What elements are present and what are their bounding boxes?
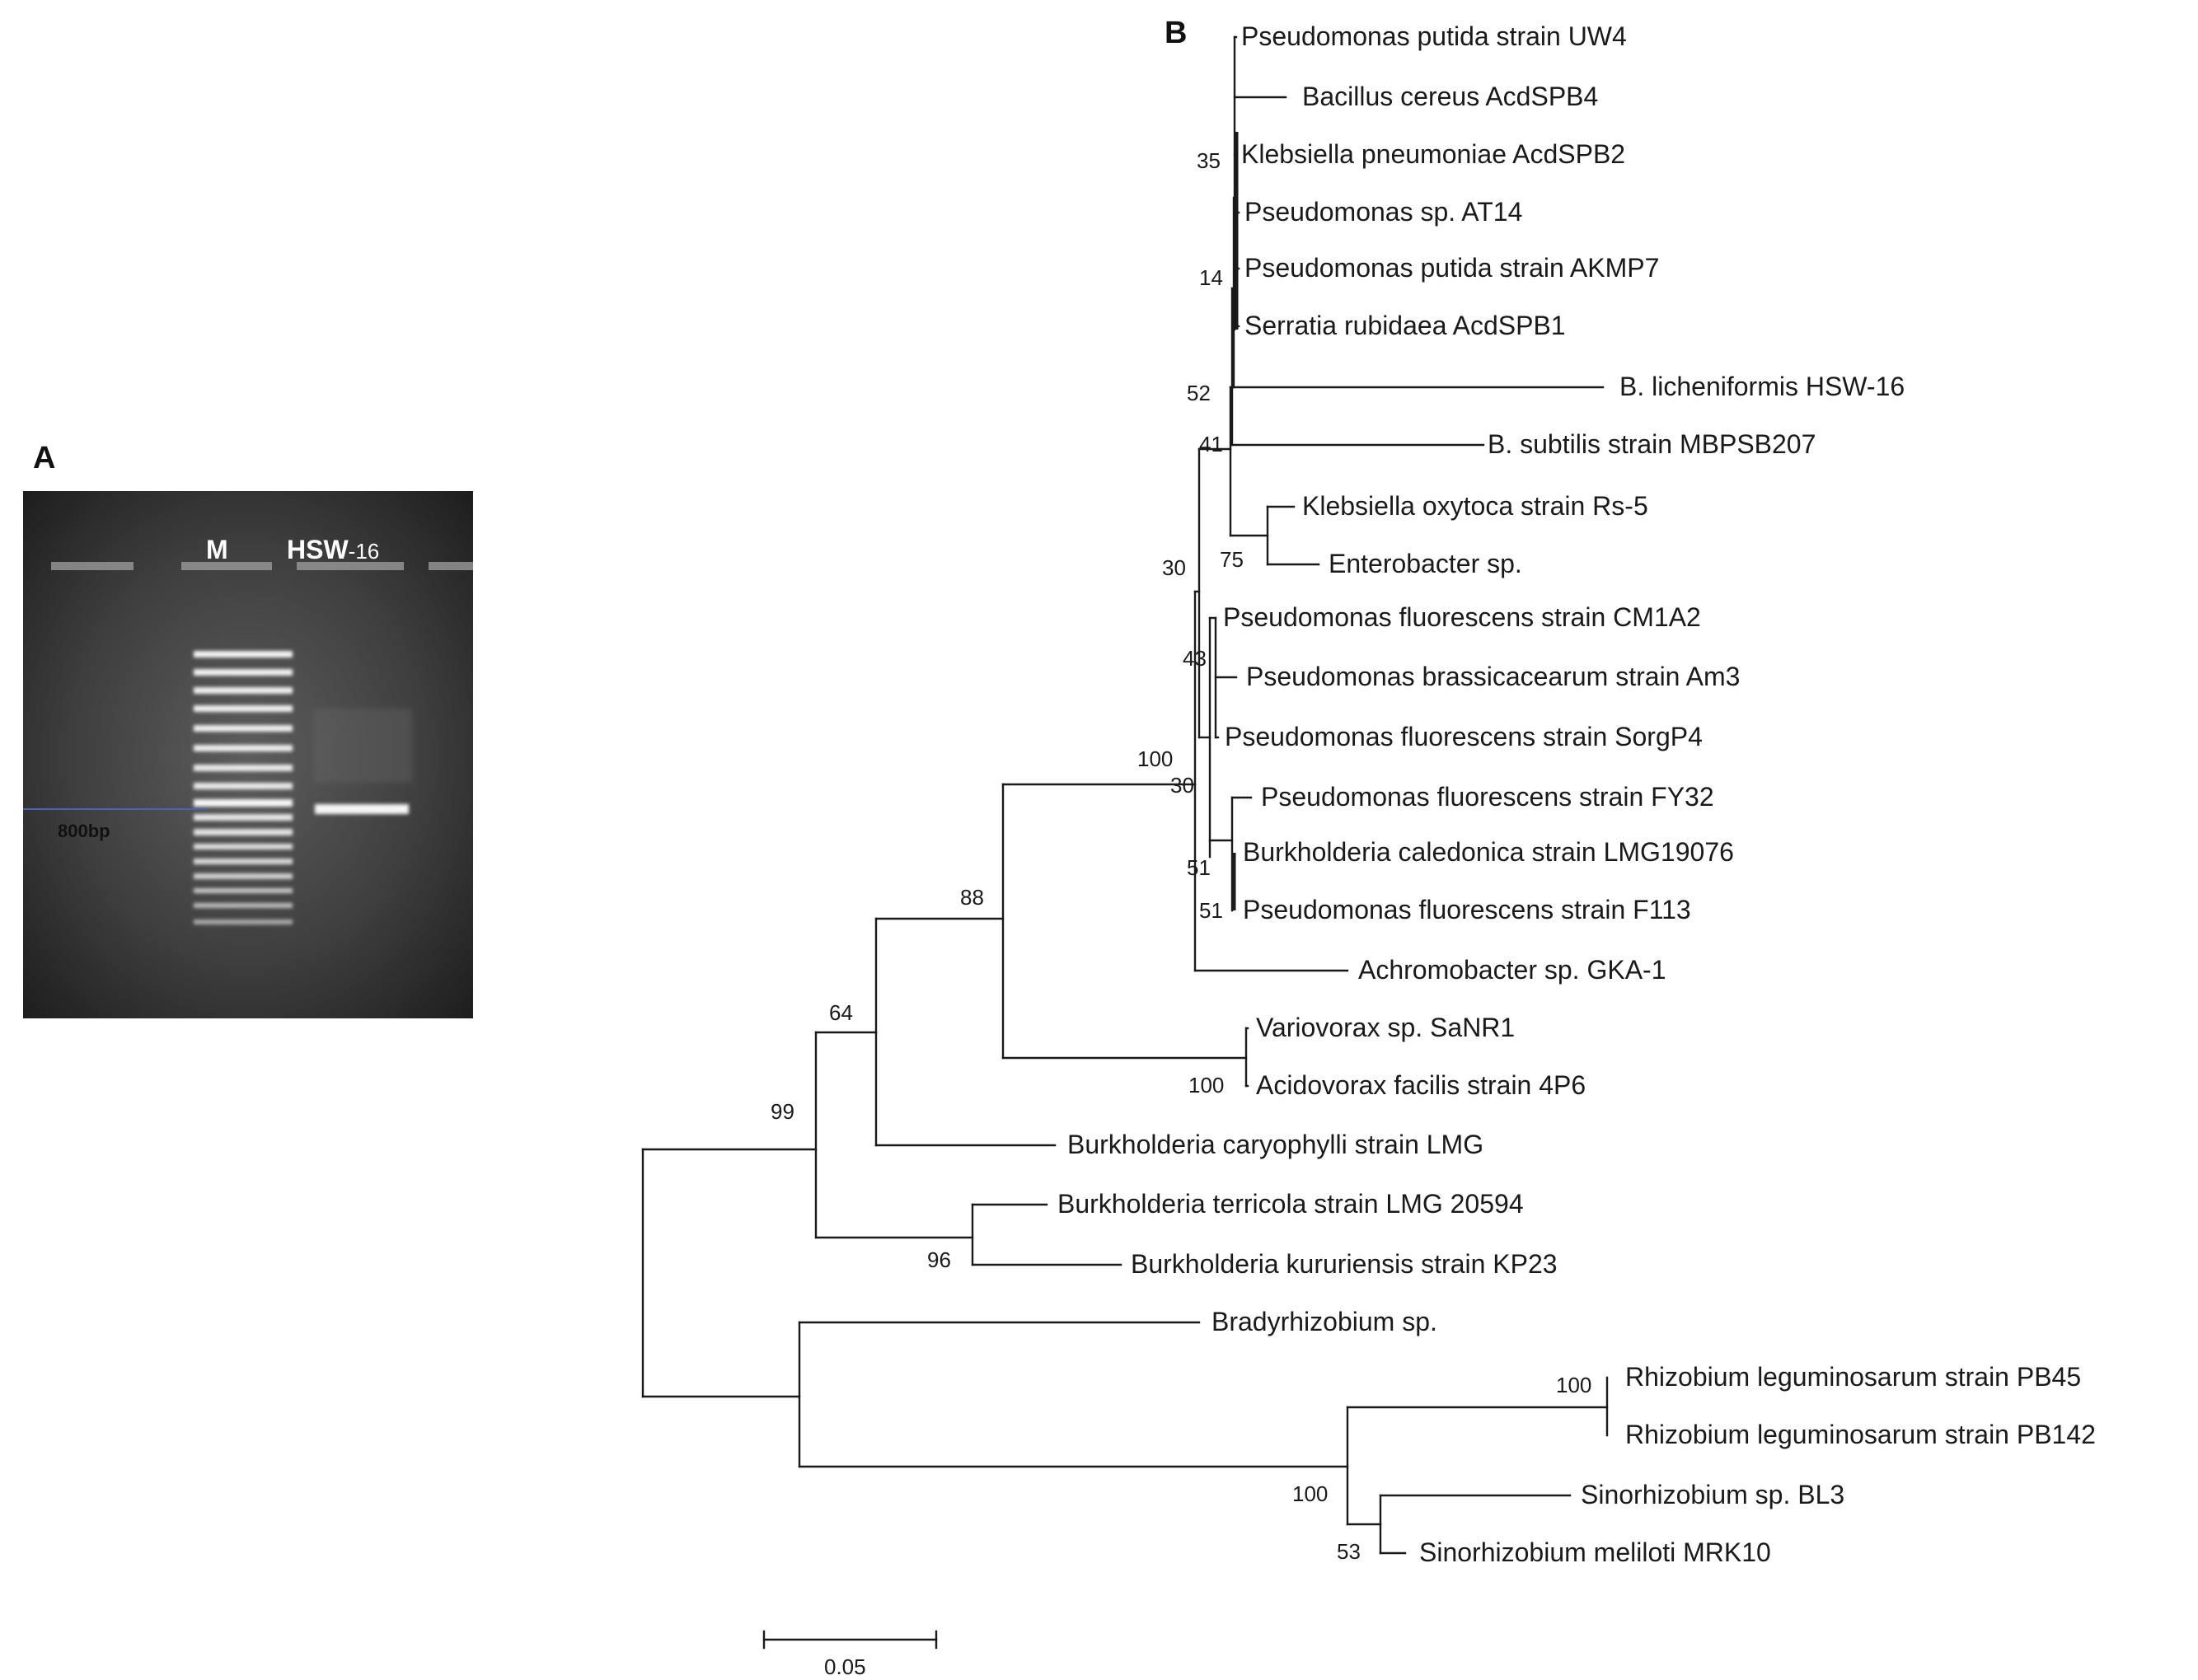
- lane-label-marker: M: [206, 535, 228, 564]
- bootstrap-value: 52: [1187, 381, 1211, 405]
- bootstrap-value: 14: [1199, 265, 1223, 290]
- bootstrap-value: 51: [1187, 855, 1211, 880]
- ladder-band: [194, 705, 293, 712]
- ladder-lane: [194, 651, 293, 924]
- bootstrap-value: 51: [1199, 898, 1223, 923]
- taxon-labels: Pseudomonas putida strain UW4 Bacillus c…: [1057, 21, 2096, 1567]
- sample-smear: [313, 709, 412, 783]
- bootstrap-value: 53: [1337, 1539, 1361, 1564]
- ladder-band: [194, 765, 293, 771]
- taxon-label: Enterobacter sp.: [1329, 549, 1522, 578]
- sample-band: [315, 804, 409, 814]
- ladder-band: [194, 799, 293, 807]
- taxon-label: B. subtilis strain MBPSB207: [1488, 429, 1816, 459]
- taxon-label: Klebsiella pneumoniae AcdSPB2: [1241, 139, 1625, 169]
- taxon-label: Klebsiella oxytoca strain Rs-5: [1302, 491, 1648, 521]
- scale-bar-label: 0.05: [824, 1654, 866, 1679]
- lane-label-sample-name: HSW: [287, 535, 349, 564]
- taxon-label: Burkholderia caryophylli strain LMG: [1067, 1130, 1483, 1159]
- ladder-band: [194, 873, 293, 879]
- taxon-label: Burkholderia kururiensis strain KP23: [1131, 1249, 1558, 1279]
- bootstrap-value: 30: [1170, 773, 1194, 798]
- panel-a: A M HSW-16: [23, 441, 473, 1018]
- ladder-band: [194, 844, 293, 849]
- marker-annotation: 800bp: [58, 821, 110, 841]
- ladder-band: [194, 783, 293, 789]
- gel-well: [51, 562, 134, 570]
- bootstrap-value: 100: [1292, 1481, 1328, 1506]
- taxon-label: Pseudomonas brassicacearum strain Am3: [1246, 662, 1740, 691]
- panel-b-label: B: [1165, 16, 1187, 50]
- ladder-band: [194, 687, 293, 694]
- taxon-label: Pseudomonas putida strain UW4: [1241, 21, 1627, 51]
- ladder-band: [194, 859, 293, 864]
- bootstrap-values: 35 14 52 41 75 30 43 100 30 51 51 88 100…: [771, 148, 1591, 1564]
- taxon-label: Burkholderia terricola strain LMG 20594: [1057, 1189, 1524, 1219]
- taxon-label: Serratia rubidaea AcdSPB1: [1244, 311, 1566, 340]
- taxon-label: Pseudomonas fluorescens strain FY32: [1261, 782, 1714, 812]
- taxon-label: Pseudomonas fluorescens strain SorgP4: [1225, 722, 1703, 751]
- taxon-label: Bradyrhizobium sp.: [1211, 1307, 1437, 1336]
- taxon-label: Rhizobium leguminosarum strain PB142: [1625, 1420, 2096, 1449]
- bootstrap-value: 64: [829, 1000, 853, 1025]
- lane-label-sample-suffix: -16: [349, 539, 380, 564]
- taxon-label: Pseudomonas fluorescens strain CM1A2: [1223, 602, 1701, 632]
- ladder-band: [194, 669, 293, 676]
- taxon-label: Variovorax sp. SaNR1: [1256, 1013, 1515, 1042]
- ladder-band: [194, 651, 293, 657]
- ladder-band: [194, 745, 293, 751]
- ladder-band: [194, 920, 293, 924]
- bootstrap-value: 100: [1188, 1073, 1224, 1097]
- taxon-label: Sinorhizobium sp. BL3: [1581, 1480, 1844, 1509]
- ladder-band: [194, 814, 293, 821]
- bootstrap-value: 96: [927, 1247, 951, 1272]
- tree-branches: [641, 35, 1609, 1555]
- ladder-band: [194, 725, 293, 732]
- taxon-label: Pseudomonas fluorescens strain F113: [1243, 895, 1691, 924]
- taxon-label: Pseudomonas sp. AT14: [1244, 197, 1522, 227]
- bootstrap-value: 100: [1556, 1373, 1591, 1397]
- gel-well: [297, 562, 404, 570]
- gel-image: M HSW-16: [23, 491, 473, 1018]
- bootstrap-value: 41: [1199, 432, 1223, 456]
- bootstrap-value: 100: [1137, 746, 1173, 771]
- panel-b: B: [641, 16, 2096, 1679]
- ladder-band: [194, 903, 293, 908]
- ladder-band: [194, 888, 293, 893]
- bootstrap-value: 88: [960, 885, 984, 910]
- taxon-label: Bacillus cereus AcdSPB4: [1302, 82, 1598, 111]
- bootstrap-value: 30: [1162, 555, 1186, 580]
- lane-label-sample: HSW-16: [287, 535, 379, 564]
- taxon-label: Achromobacter sp. GKA-1: [1358, 955, 1666, 985]
- scale-bar: 0.05: [762, 1630, 938, 1679]
- taxon-label: B. licheniformis HSW-16: [1619, 372, 1905, 401]
- taxon-label: Sinorhizobium meliloti MRK10: [1419, 1537, 1771, 1567]
- bootstrap-value: 75: [1220, 547, 1244, 572]
- bootstrap-value: 35: [1197, 148, 1221, 173]
- taxon-label: Pseudomonas putida strain AKMP7: [1244, 253, 1659, 283]
- bootstrap-value: 99: [771, 1099, 794, 1124]
- taxon-label: Acidovorax facilis strain 4P6: [1256, 1070, 1586, 1100]
- ladder-band: [194, 829, 293, 835]
- gel-well: [429, 562, 473, 570]
- taxon-label: Rhizobium leguminosarum strain PB45: [1625, 1362, 2081, 1392]
- taxon-label: Burkholderia caledonica strain LMG19076: [1243, 837, 1734, 867]
- bootstrap-value: 43: [1183, 646, 1207, 671]
- gel-well: [181, 562, 272, 570]
- panel-a-label: A: [33, 441, 55, 475]
